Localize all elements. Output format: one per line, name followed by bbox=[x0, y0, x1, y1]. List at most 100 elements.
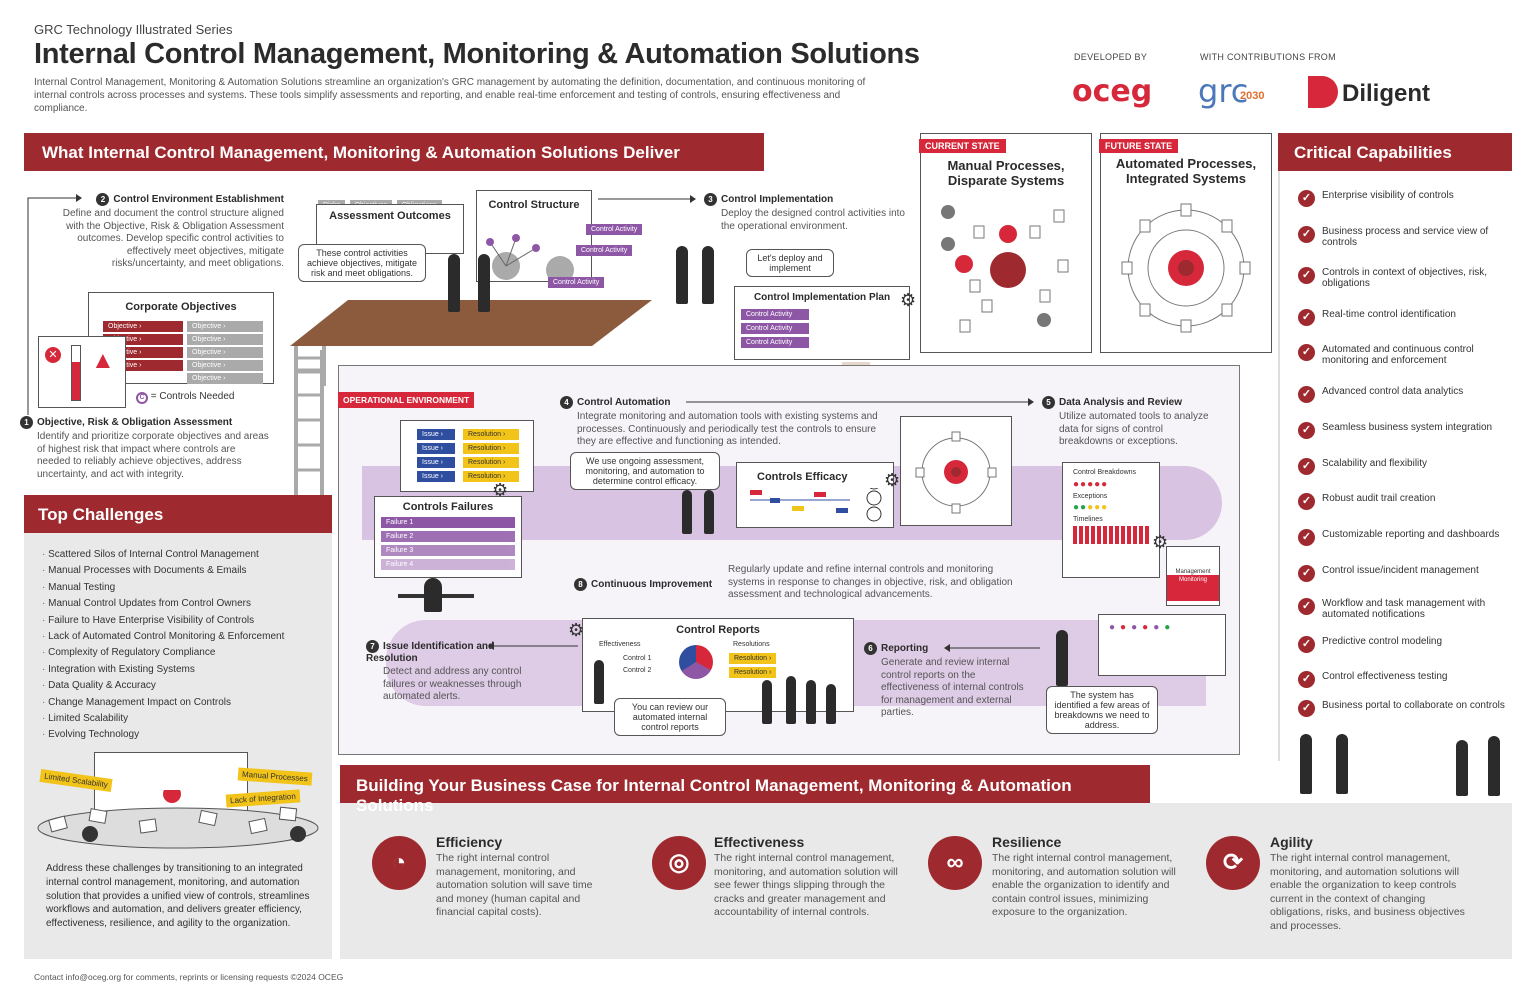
current-state-tag: CURRENT STATE bbox=[919, 139, 1006, 153]
future-state-box: FUTURE STATE Automated Processes, Integr… bbox=[1099, 133, 1272, 353]
target-icon: ◎ bbox=[652, 836, 706, 890]
objective-row[interactable]: Objective › bbox=[103, 321, 183, 332]
infinity-icon: ∞ bbox=[928, 836, 982, 890]
control-activity-tag[interactable]: Control Activity bbox=[586, 224, 643, 235]
capability-item: ✓Business portal to collaborate on contr… bbox=[1298, 700, 1512, 717]
breakdown-status-icons: ●●●●●● bbox=[1109, 622, 1176, 633]
future-state-tag: FUTURE STATE bbox=[1099, 139, 1179, 153]
step3-desc: Deploy the designed control activities i… bbox=[721, 208, 905, 232]
resolution-row[interactable]: Resolution › bbox=[463, 457, 519, 468]
check-icon: ✓ bbox=[1298, 309, 1315, 326]
resolution-row[interactable]: Resolution › bbox=[463, 443, 519, 454]
step7-title: Issue Identification and Resolution bbox=[366, 641, 495, 664]
current-state-title: Manual Processes, Disparate Systems bbox=[947, 158, 1065, 188]
person-figure bbox=[786, 676, 796, 724]
objective-row[interactable]: Objective › bbox=[187, 321, 263, 332]
control2-label: Control 2 bbox=[623, 667, 652, 674]
control-structure-title: Control Structure bbox=[488, 199, 580, 211]
issue-row[interactable]: Issue › bbox=[417, 471, 455, 482]
efficacy-speech-bubble: We use ongoing assessment, monitoring, a… bbox=[570, 452, 720, 490]
check-icon: ✓ bbox=[1298, 422, 1315, 439]
check-icon: ✓ bbox=[1298, 344, 1315, 361]
person-figure bbox=[594, 660, 604, 704]
step7-desc: Detect and address any control failures … bbox=[383, 666, 522, 703]
breakdown-alert-icons: ●●●●● bbox=[1073, 479, 1109, 490]
check-icon: ✓ bbox=[1298, 565, 1315, 582]
deploy-speech-bubble: Let's deploy and implement bbox=[746, 249, 834, 277]
data-analysis-card: Control Breakdowns ●●●●● Exceptions ●●●●… bbox=[1062, 462, 1160, 578]
failure-row[interactable]: Failure 1 bbox=[381, 517, 515, 528]
control-activity-tag[interactable]: Control Activity bbox=[548, 277, 605, 288]
person-figure bbox=[762, 680, 772, 724]
control-activity-row[interactable]: Control Activity bbox=[741, 309, 809, 320]
contributions-label: WITH CONTRIBUTIONS FROM bbox=[1200, 52, 1336, 62]
failure-row[interactable]: Failure 3 bbox=[381, 545, 515, 556]
failure-row[interactable]: Failure 2 bbox=[381, 531, 515, 542]
issue-row[interactable]: Issue › bbox=[417, 457, 455, 468]
objective-row[interactable]: Objective › bbox=[187, 373, 263, 384]
objective-row[interactable]: Objective › bbox=[187, 334, 263, 345]
grc2030-logo[interactable]: grc bbox=[1198, 72, 1249, 110]
close-icon: ✕ bbox=[45, 347, 61, 363]
objective-row[interactable]: Objective › bbox=[187, 360, 263, 371]
capability-item: ✓Advanced control data analytics bbox=[1298, 386, 1512, 403]
challenge-item: Evolving Technology bbox=[42, 727, 284, 743]
issue-row[interactable]: Issue › bbox=[417, 429, 455, 440]
challenges-list: Scattered Silos of Internal Control Mana… bbox=[42, 547, 284, 744]
agility-title: Agility bbox=[1270, 834, 1313, 850]
disparate-systems-diagram bbox=[941, 205, 1069, 333]
capability-item: ✓Customizable reporting and dashboards bbox=[1298, 529, 1512, 546]
control-breakdowns-label: Control Breakdowns bbox=[1073, 469, 1137, 476]
step5-title: Data Analysis and Review bbox=[1059, 397, 1183, 409]
current-state-box: CURRENT STATE Manual Processes, Disparat… bbox=[919, 133, 1092, 353]
challenges-summary: Address these challenges by transitionin… bbox=[46, 863, 310, 930]
control-activity-row[interactable]: Control Activity bbox=[741, 323, 809, 334]
monitoring-label: Monitoring bbox=[1167, 575, 1219, 601]
resolution-row[interactable]: Resolution › bbox=[729, 653, 777, 664]
step5-desc: Utilize automated tools to analyze data … bbox=[1059, 411, 1209, 448]
step2-title: Control Environment Establishment bbox=[113, 194, 284, 206]
person-figure bbox=[806, 680, 816, 724]
timeline-grid bbox=[1073, 526, 1151, 544]
objective-row[interactable]: Objective › bbox=[187, 347, 263, 358]
resilience-desc: The right internal control management, m… bbox=[992, 852, 1176, 919]
failure-row[interactable]: Failure 4 bbox=[381, 559, 515, 570]
oceg-logo[interactable]: oceg bbox=[1072, 74, 1153, 109]
resolution-row[interactable]: Resolution › bbox=[463, 471, 519, 482]
control-activity-tag[interactable]: Control Activity bbox=[576, 245, 633, 256]
effectiveness-title: Effectiveness bbox=[714, 834, 805, 850]
control-activity-row[interactable]: Control Activity bbox=[741, 337, 809, 348]
effectiveness-label: Effectiveness bbox=[599, 641, 641, 648]
challenge-item: Manual Testing bbox=[42, 580, 284, 596]
diligent-logo[interactable]: Diligent bbox=[1342, 80, 1430, 107]
check-icon: ✓ bbox=[1298, 226, 1315, 243]
check-icon: ✓ bbox=[1298, 386, 1315, 403]
capability-item: ✓Real-time control identification bbox=[1298, 309, 1512, 326]
timelines-label: Timelines bbox=[1073, 516, 1103, 523]
issue-row[interactable]: Issue › bbox=[417, 443, 455, 454]
effectiveness-block: Effectiveness The right internal control… bbox=[714, 834, 904, 920]
management-monitoring-card: Management Monitoring bbox=[1166, 546, 1220, 606]
flow-arrow bbox=[686, 398, 1034, 406]
gear-icon: ⚙ bbox=[492, 480, 509, 500]
resolution-row[interactable]: Resolution › bbox=[463, 429, 519, 440]
agility-desc: The right internal control management, m… bbox=[1270, 852, 1465, 932]
step6-desc: Generate and review internal control rep… bbox=[881, 657, 1024, 719]
capability-item: ✓Business process and service view of co… bbox=[1298, 226, 1512, 248]
implementation-plan-card: Control Implementation Plan Control Acti… bbox=[734, 286, 910, 360]
page-title: Internal Control Management, Monitoring … bbox=[34, 38, 920, 70]
business-case-banner: Building Your Business Case for Internal… bbox=[340, 765, 1150, 815]
future-state-title: Automated Processes, Integrated Systems bbox=[1115, 156, 1257, 186]
capability-item: ✓Controls in context of objectives, risk… bbox=[1298, 267, 1512, 289]
paper-pile-illustration bbox=[37, 790, 319, 849]
controls-failures-card: Controls Failures Failure 1 Failure 2 Fa… bbox=[374, 496, 522, 578]
resolution-row[interactable]: Resolution › bbox=[729, 667, 777, 678]
challenge-item: Complexity of Regulatory Compliance bbox=[42, 645, 284, 661]
person-figure bbox=[676, 246, 688, 304]
breakdown-speech-bubble: The system has identified a few areas of… bbox=[1046, 686, 1158, 734]
warning-icon: ▲ bbox=[91, 347, 115, 374]
assessment-outcomes-title: Assessment Outcomes bbox=[329, 210, 451, 222]
